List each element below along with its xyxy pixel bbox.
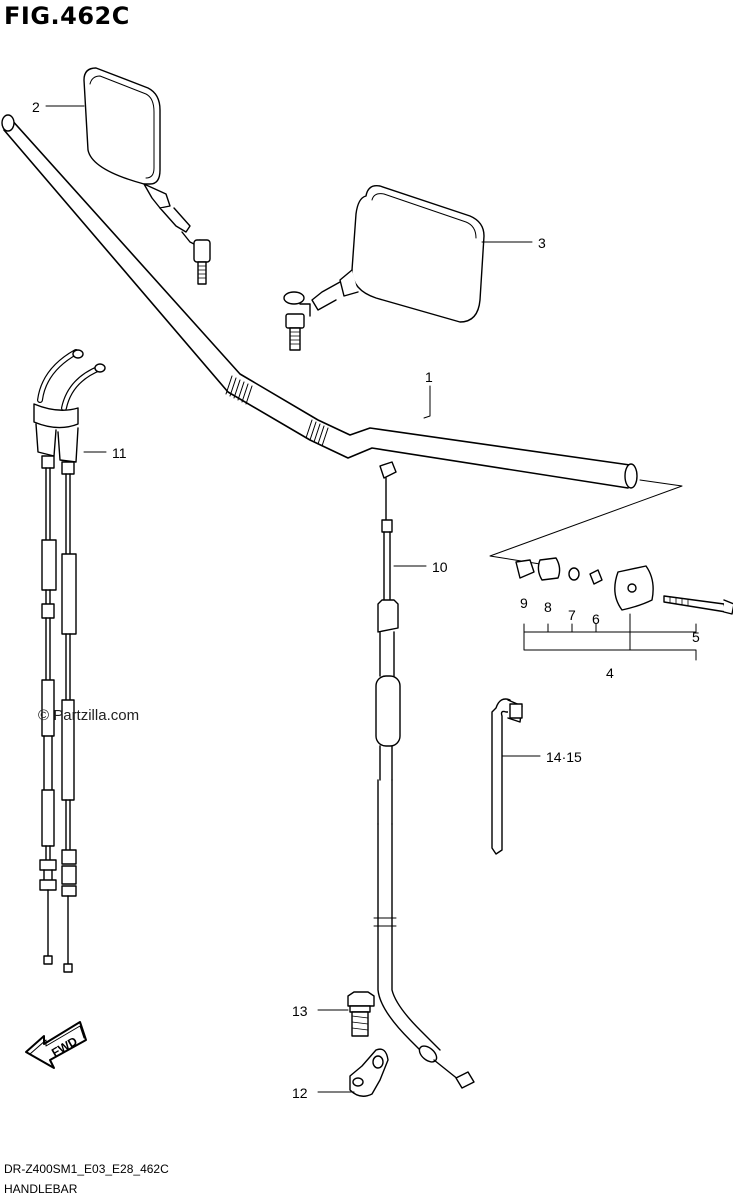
- part-6-collar[interactable]: [589, 569, 603, 585]
- callout-4: 4: [606, 665, 614, 681]
- part-5-screw[interactable]: [663, 595, 733, 615]
- callout-12: 12: [292, 1085, 308, 1101]
- callout-9: 9: [520, 595, 528, 611]
- callout-5: 5: [692, 629, 700, 645]
- callout-14-15: 14·15: [546, 749, 582, 765]
- bar-end-assembly[interactable]: [489, 479, 733, 661]
- callout-6: 6: [592, 611, 600, 627]
- part-8-spacer[interactable]: [537, 557, 561, 581]
- callout-3: 3: [538, 235, 546, 251]
- cable-clamp[interactable]: [349, 1048, 389, 1097]
- handlebar[interactable]: [1, 114, 638, 489]
- callout-10: 10: [432, 559, 448, 575]
- callout-7: 7: [568, 607, 576, 623]
- callouts: 2 3 1 11 10 9 8 7 6 5 4 14·15 13 12: [32, 99, 700, 1101]
- callout-11: 11: [112, 445, 127, 461]
- watermark: © Partzilla.com: [38, 707, 140, 724]
- knurled-band: [225, 375, 329, 447]
- part-4-weight[interactable]: [614, 565, 654, 611]
- figure-title: FIG.462C: [4, 2, 130, 30]
- callout-2: 2: [32, 99, 40, 115]
- mirror-right[interactable]: [283, 185, 485, 351]
- forward-arrow-icon: FWD: [25, 1021, 87, 1069]
- leader-lines: [45, 105, 541, 1093]
- bolt[interactable]: [347, 991, 375, 1037]
- callout-13: 13: [292, 1003, 308, 1019]
- callout-1: 1: [425, 369, 433, 385]
- callout-8: 8: [544, 599, 552, 615]
- diagram-name: HANDLEBAR: [4, 1182, 78, 1196]
- throttle-cable-assembly[interactable]: [33, 349, 106, 973]
- part-9-nut[interactable]: [515, 559, 535, 579]
- diagram-code: DR-Z400SM1_E03_E28_462C: [4, 1162, 169, 1176]
- part-7-washer[interactable]: [568, 567, 580, 581]
- mirror-left[interactable]: [83, 67, 211, 285]
- clutch-cable[interactable]: [373, 461, 475, 1089]
- cable-tie[interactable]: [491, 698, 523, 855]
